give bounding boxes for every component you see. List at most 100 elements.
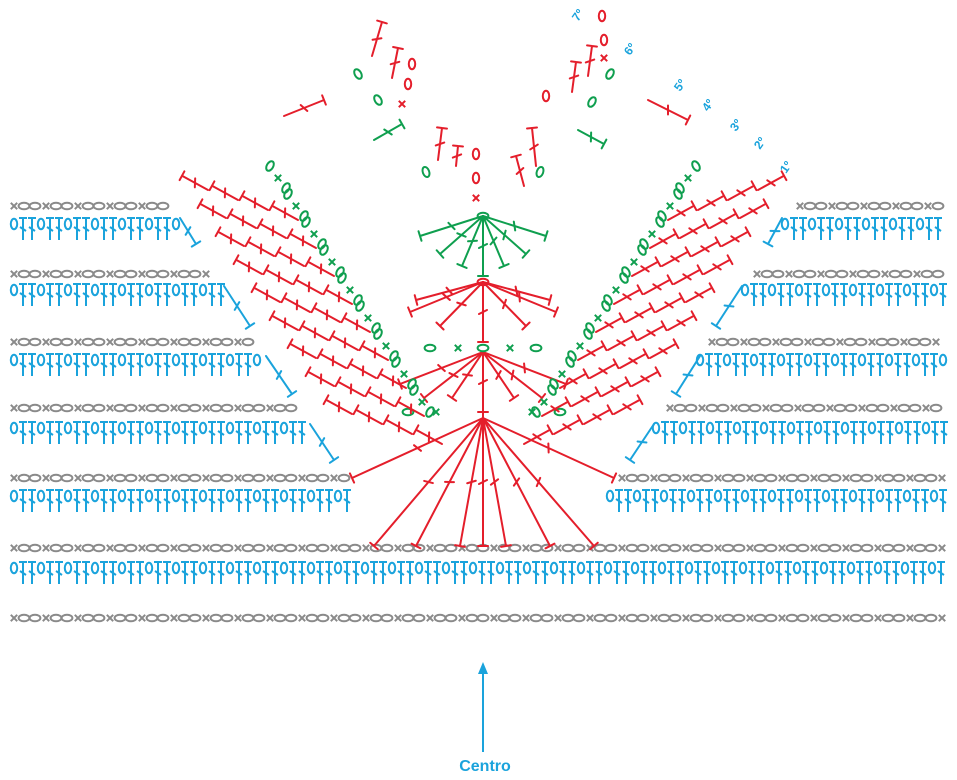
single-crochet-symbol [490,614,498,622]
chain-stitch-symbol [63,421,73,435]
chain-stitch-symbol [857,353,867,367]
single-crochet-symbol [522,544,530,552]
double-crochet-symbol [136,283,144,306]
double-crochet-symbol [419,351,484,403]
chain-stitch-symbol [177,269,191,279]
double-crochet-symbol [46,561,54,584]
chain-stitch-symbol [9,217,19,231]
chain-stitch-symbol [412,543,426,553]
double-crochet-symbol [813,489,821,512]
single-crochet-symbol [842,474,850,482]
chain-stitch-symbol [144,283,154,297]
double-crochet-symbol [670,421,678,444]
chain-stitch-symbol [124,613,138,623]
chain-stitch-symbol [924,613,938,623]
chain-stitch-symbol [794,489,804,503]
double-crochet-symbol [715,421,723,444]
row-label-3: 3º [727,116,745,134]
chain-stitch-symbol [92,269,106,279]
double-crochet-symbol [28,217,36,240]
double-crochet-symbol [595,312,626,333]
double-crochet-symbol [750,283,758,306]
double-crochet-symbol [777,489,785,512]
double-crochet-symbol [208,283,216,306]
chain-stitch-symbol [792,561,802,575]
single-crochet-symbol [364,314,372,322]
chain-stitch-symbol [188,337,202,347]
chain-stitch-symbol [657,613,671,623]
single-crochet-symbol [650,544,658,552]
double-crochet-symbol [703,561,711,584]
chain-stitch-symbol [796,613,810,623]
double-crochet-symbol [274,246,305,267]
double-crochet-symbol [235,489,243,512]
double-crochet-symbol [661,421,669,444]
double-crochet-symbol [487,561,495,584]
double-crochet-symbol [661,246,692,267]
double-crochet-symbol [871,217,879,240]
chain-stitch-symbol [316,473,330,483]
single-crochet-symbol [472,194,480,202]
double-crochet-symbol [624,489,632,512]
single-crochet-symbol [698,404,706,412]
chain-stitch-symbol [861,217,871,231]
double-crochet-symbol [82,421,90,444]
double-crochet-symbol [532,561,540,584]
chain-stitch-symbol [875,489,885,503]
chain-stitch-symbol [63,283,73,297]
chain-stitch-symbol [241,403,255,413]
chain-stitch-symbol [198,353,208,367]
double-crochet-symbol [721,561,729,584]
chain-stitch-symbol [177,403,191,413]
chain-stitch-symbol [465,613,479,623]
chain-stitch-symbol [716,403,730,413]
chain-stitch-symbol [801,403,815,413]
single-crochet-symbol [730,404,738,412]
double-crochet-symbol [921,353,929,376]
chain-stitch-symbol [721,543,735,553]
chain-stitch-symbol [908,403,922,413]
chain-stitch-symbol [117,283,127,297]
double-crochet-symbol [678,489,686,512]
chain-stitch-symbol [529,543,543,553]
double-crochet-symbol [505,561,513,584]
double-crochet-symbol [460,561,468,584]
chain-stitch-symbol [794,283,804,297]
double-crochet-symbol [163,283,171,306]
chain-stitch-symbol [892,613,906,623]
chain-stitch-symbol [715,337,729,347]
double-crochet-symbol [435,215,484,259]
double-crochet-symbol [364,386,395,407]
double-crochet-symbol [262,421,270,444]
double-crochet-symbol [100,421,108,444]
double-crochet-symbol [883,561,891,584]
double-crochet-symbol [615,489,623,512]
chain-stitch-symbol [711,561,721,575]
chain-stitch-symbol [846,561,856,575]
single-crochet-symbol [458,614,466,622]
double-crochet-symbol [795,353,803,376]
double-crochet-symbol [904,421,912,444]
chain-stitch-symbol [753,543,767,553]
chain-stitch-symbol [792,269,806,279]
double-crochet-symbol [343,489,351,512]
chain-stitch-symbol [252,489,262,503]
chain-stitch-symbol [305,473,319,483]
chain-stitch-symbol [209,337,223,347]
double-crochet-symbol [777,283,785,306]
double-crochet-symbol [244,236,275,257]
chain-stitch-symbol [732,613,746,623]
double-crochet-symbol [482,215,549,242]
chain-stitch-symbol [225,561,235,575]
chain-stitch-symbol [144,421,154,435]
chain-stitch-symbol [828,473,842,483]
chain-stitch-symbol [929,283,939,297]
chain-stitch-symbol [738,561,748,575]
chain-stitch-symbol [36,561,46,575]
chain-stitch-symbol [306,489,316,503]
chain-stitch-symbol [632,489,642,503]
double-crochet-symbol [268,310,299,331]
chain-stitch-symbol [561,543,575,553]
double-crochet-symbol [921,283,929,306]
single-crochet-symbol [938,544,946,552]
